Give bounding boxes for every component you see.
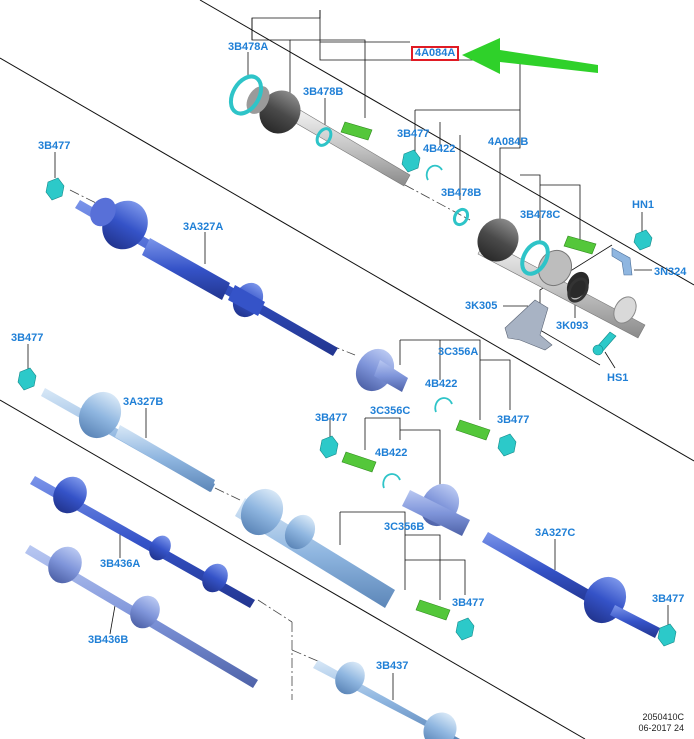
label-3C356B[interactable]: 3C356B [384, 521, 425, 533]
label-3A327A[interactable]: 3A327A [183, 221, 224, 233]
label-3B436A[interactable]: 3B436A [100, 558, 141, 570]
label-4B422-low[interactable]: 4B422 [375, 447, 408, 459]
nut-3B477-left2[interactable] [17, 367, 37, 391]
diagram-date: 06-2017 24 [638, 723, 684, 733]
label-HN1[interactable]: HN1 [632, 199, 655, 211]
label-HS1[interactable]: HS1 [607, 372, 629, 384]
clamp-3C356B[interactable] [415, 599, 451, 621]
bolt-HS1[interactable] [592, 331, 617, 356]
nut-3B477-top[interactable] [401, 149, 421, 173]
driveshaft-3B436A[interactable] [30, 471, 255, 608]
ring-3B478B-mid[interactable] [452, 207, 470, 227]
driveshaft-3A327C[interactable] [402, 477, 660, 638]
label-3B437[interactable]: 3B437 [376, 660, 409, 672]
nut-3B477-midright[interactable] [497, 433, 517, 457]
label-4B422-top[interactable]: 4B422 [423, 143, 456, 155]
label-3B478A[interactable]: 3B478A [228, 41, 269, 53]
label-3B477-top[interactable]: 3B477 [397, 128, 430, 140]
label-3B477-left1[interactable]: 3B477 [38, 140, 71, 152]
label-3B478B-top[interactable]: 3B478B [303, 86, 344, 98]
label-3C356A[interactable]: 3C356A [438, 346, 479, 358]
pointer-arrow [462, 38, 598, 74]
nut-HN1[interactable] [633, 229, 653, 251]
support-bracket-3K305[interactable] [504, 299, 553, 351]
label-4A084B[interactable]: 4A084B [488, 136, 529, 148]
circlip-4B422-mid[interactable] [434, 397, 453, 413]
circlip-4B422-top[interactable] [425, 164, 443, 181]
clamp-3C356C[interactable] [341, 451, 377, 473]
label-3A327B[interactable]: 3A327B [123, 396, 164, 408]
label-3B477-right[interactable]: 3B477 [652, 593, 685, 605]
bearing-3K093[interactable] [565, 276, 591, 305]
nut-3B477-left1[interactable] [45, 177, 65, 201]
diagram-code: 2050410C [642, 712, 684, 722]
nut-3B477-center[interactable] [319, 435, 339, 459]
driveshaft-4A084[interactable] [242, 82, 646, 339]
label-3A327C[interactable]: 3A327C [535, 527, 576, 539]
driveshaft-3A327A[interactable] [75, 192, 338, 356]
driveshaft-3B436B[interactable] [25, 541, 258, 688]
clamp-4A084B[interactable] [563, 235, 597, 255]
clamp-3C356A[interactable] [455, 419, 491, 441]
diagram-reference: 2050410C 06-2017 24 [638, 712, 684, 734]
label-3C356C[interactable]: 3C356C [370, 405, 411, 417]
label-3B477-center[interactable]: 3B477 [315, 412, 348, 424]
assembly-axis-lines [69, 184, 471, 700]
joint-3C356A[interactable] [348, 342, 408, 398]
label-3K305[interactable]: 3K305 [465, 300, 498, 312]
circlip-4B422-low[interactable] [382, 473, 401, 489]
label-3B436B[interactable]: 3B436B [88, 634, 129, 646]
ring-3B478C[interactable] [517, 238, 553, 278]
ring-3B478B-top[interactable] [314, 126, 333, 148]
label-3B477-left2[interactable]: 3B477 [11, 332, 44, 344]
label-4B422-mid[interactable]: 4B422 [425, 378, 458, 390]
label-3K093[interactable]: 3K093 [556, 320, 589, 332]
nut-3B477-bottom[interactable] [455, 617, 475, 641]
label-3B477-midright[interactable]: 3B477 [497, 414, 530, 426]
bracket-3N324[interactable] [611, 247, 633, 276]
nut-3B477-right[interactable] [657, 623, 677, 647]
leader-lines [27, 10, 669, 700]
label-3B478B-mid[interactable]: 3B478B [441, 187, 482, 199]
label-3N324[interactable]: 3N324 [654, 266, 687, 278]
driveshaft-3A327B[interactable] [41, 384, 395, 608]
label-4A084A[interactable]: 4A084A [411, 46, 460, 61]
ring-3B478A[interactable] [225, 71, 268, 119]
label-3B477-bottom[interactable]: 3B477 [452, 597, 485, 609]
label-3B478C[interactable]: 3B478C [520, 209, 561, 221]
clamp-4A084A[interactable] [340, 121, 373, 141]
